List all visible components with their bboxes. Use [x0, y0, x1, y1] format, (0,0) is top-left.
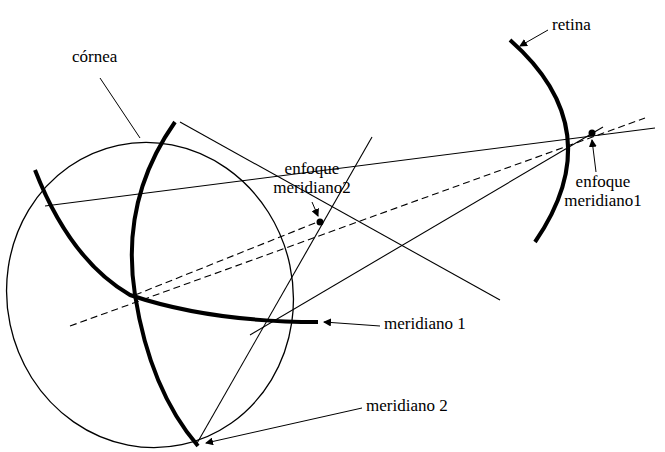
focus-2-label: enfoque meridiano2 [262, 160, 362, 197]
leader-lines [100, 30, 596, 443]
focus-point-2 [317, 219, 324, 226]
meridian-2 [132, 122, 198, 446]
cornea-label: córnea [72, 48, 117, 67]
meridian-2-label: meridiano 2 [366, 397, 448, 416]
cornea-outline [0, 116, 322, 452]
focus-point-1 [589, 130, 596, 137]
meridian-1-label: meridiano 1 [384, 315, 466, 334]
retina-label: retina [552, 16, 591, 35]
retina-arc [510, 40, 568, 242]
focus-1-label: enfoque meridiano1 [548, 173, 658, 210]
light-rays [45, 118, 655, 445]
